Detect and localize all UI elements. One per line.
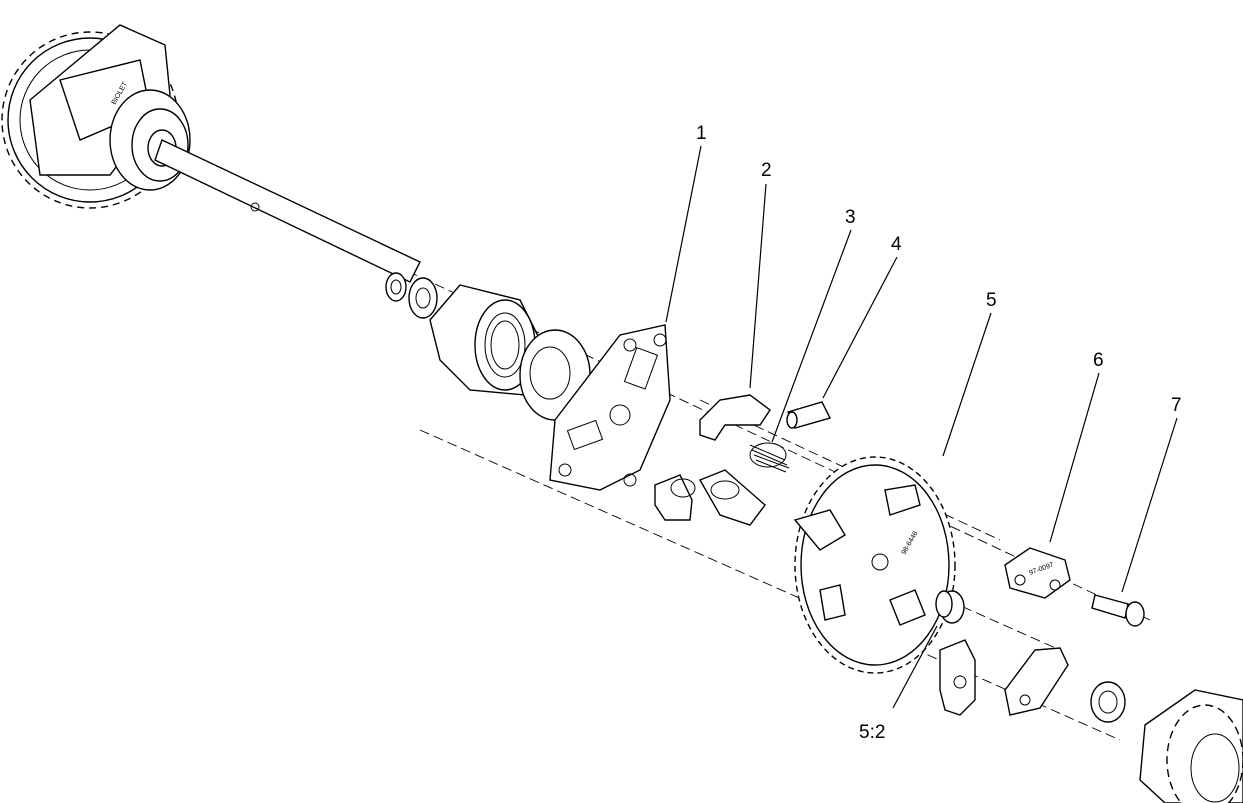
leader-3: [771, 229, 852, 443]
leader-2: [749, 183, 767, 389]
leader-4: [822, 256, 898, 399]
leader-5-2: [892, 625, 938, 709]
clutch-housing: [429, 284, 541, 396]
callout-1: 1: [696, 123, 707, 144]
callout-2: 2: [761, 160, 772, 181]
callout-3: 3: [845, 207, 856, 228]
part-2-pawl: [699, 394, 771, 441]
part-3-spring: [749, 442, 790, 473]
leader-7: [1121, 417, 1178, 593]
part-6-retaining-plate: 97-0097: [1004, 547, 1071, 599]
callout-5: 5: [986, 290, 997, 311]
lower-plates: [939, 639, 1069, 716]
shaft-washers: [385, 272, 438, 319]
pinion-gear: [1139, 689, 1243, 803]
part-4-pin: [786, 401, 832, 429]
part-5-2-bushing: [935, 590, 965, 624]
leader-5: [942, 312, 992, 457]
main-sprocket-assembly: BIOLET: [1, 24, 421, 283]
callout-4: 4: [891, 234, 902, 255]
pawl-spring-sets: [654, 469, 766, 526]
callout-6: 6: [1093, 350, 1104, 371]
leader-6: [1049, 372, 1100, 543]
lower-washer: [1090, 681, 1126, 723]
callout-7: 7: [1171, 395, 1182, 416]
leader-1: [665, 145, 702, 323]
callout-labels: 1 2 3 4 5 6 7 5:2: [696, 123, 1182, 743]
callout-5-2: 5:2: [859, 722, 885, 743]
shaft: [154, 139, 421, 283]
part-7-screw: [1091, 594, 1145, 627]
part-1-mounting-plate: [549, 324, 671, 491]
hub: BIOLET: [109, 80, 191, 191]
part-5-sprocket: 98-6446: [793, 456, 956, 674]
callout-leaders: [665, 145, 1178, 709]
